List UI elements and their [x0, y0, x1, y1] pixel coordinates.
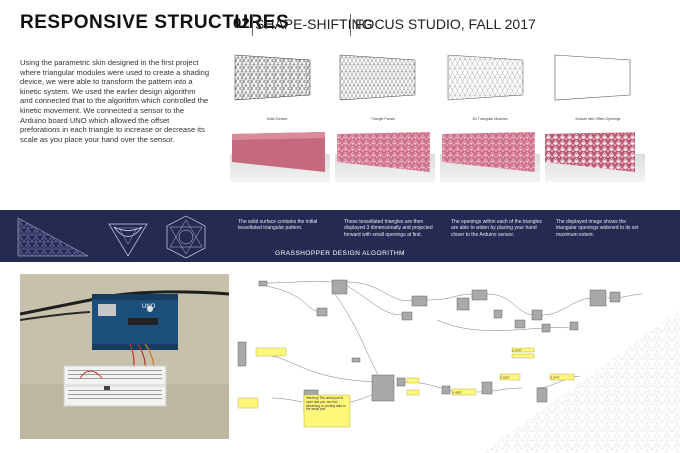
hexagon-star-diagram	[166, 215, 206, 259]
band-step-text: These tessellated triangles are then dis…	[344, 219, 433, 238]
title-divider	[252, 14, 253, 36]
render-images	[230, 132, 645, 182]
project-subtitle: SHAPE-SHIFTING	[255, 16, 373, 32]
pattern-overlay	[482, 310, 680, 453]
panel-caption: Triangle Panels	[370, 117, 396, 121]
algorithm-band: The solid surface contains the initial t…	[0, 210, 680, 262]
render-solid	[230, 132, 330, 182]
arduino-photo: UNO	[20, 274, 229, 439]
value-panels	[237, 347, 575, 428]
band-step-text: The solid surface contains the initial t…	[238, 219, 318, 232]
value-label: 0.9397	[501, 376, 511, 380]
panel-caption: Solid Surface	[266, 117, 288, 121]
arduino-board	[92, 294, 178, 350]
grasshopper-definition: 0.4397 0.9397 0.3747 0.3747	[237, 279, 680, 453]
band-step-text: The openings within each of the triangle…	[451, 219, 542, 238]
breadboard	[63, 365, 167, 407]
pattern-diagrams	[17, 215, 206, 259]
panel-caption: Module with Offset Openings	[575, 117, 621, 121]
panel-offset-openings	[554, 54, 631, 101]
panel-triangle-panels	[339, 54, 416, 101]
panel-3d-modules	[447, 54, 524, 101]
value-label: 0.3747	[551, 376, 561, 380]
board-label: UNO	[142, 304, 156, 310]
panel-caption: 3D Triangular Modules	[472, 117, 508, 121]
value-label: 0.3747	[513, 349, 523, 353]
triangle-module-diagram	[108, 223, 148, 257]
band-title: GRASSHOPPER DESIGN ALGORITHM	[275, 250, 405, 257]
triangle-pattern-diagram	[17, 217, 89, 257]
band-step-text: The displayed image shows the triangular…	[556, 219, 639, 238]
studio-subtitle: FOCUS STUDIO, FALL 2017	[355, 16, 536, 32]
render-modules	[440, 132, 540, 182]
render-openings	[545, 132, 645, 182]
serial-warning-note: Warning! The serial port is open and you…	[306, 396, 346, 412]
panel-solid-surface	[234, 54, 311, 101]
arduino-photo-illustration: UNO	[20, 274, 229, 439]
panel-diagrams	[234, 54, 631, 101]
value-label: 0.4397	[453, 391, 463, 395]
title-divider	[350, 14, 351, 36]
render-panels	[335, 132, 435, 182]
page-title: RESPONSIVE STRUCTURES	[20, 12, 290, 33]
project-number: 02	[233, 15, 250, 32]
project-description: Using the parametric skin designed in th…	[20, 58, 210, 144]
